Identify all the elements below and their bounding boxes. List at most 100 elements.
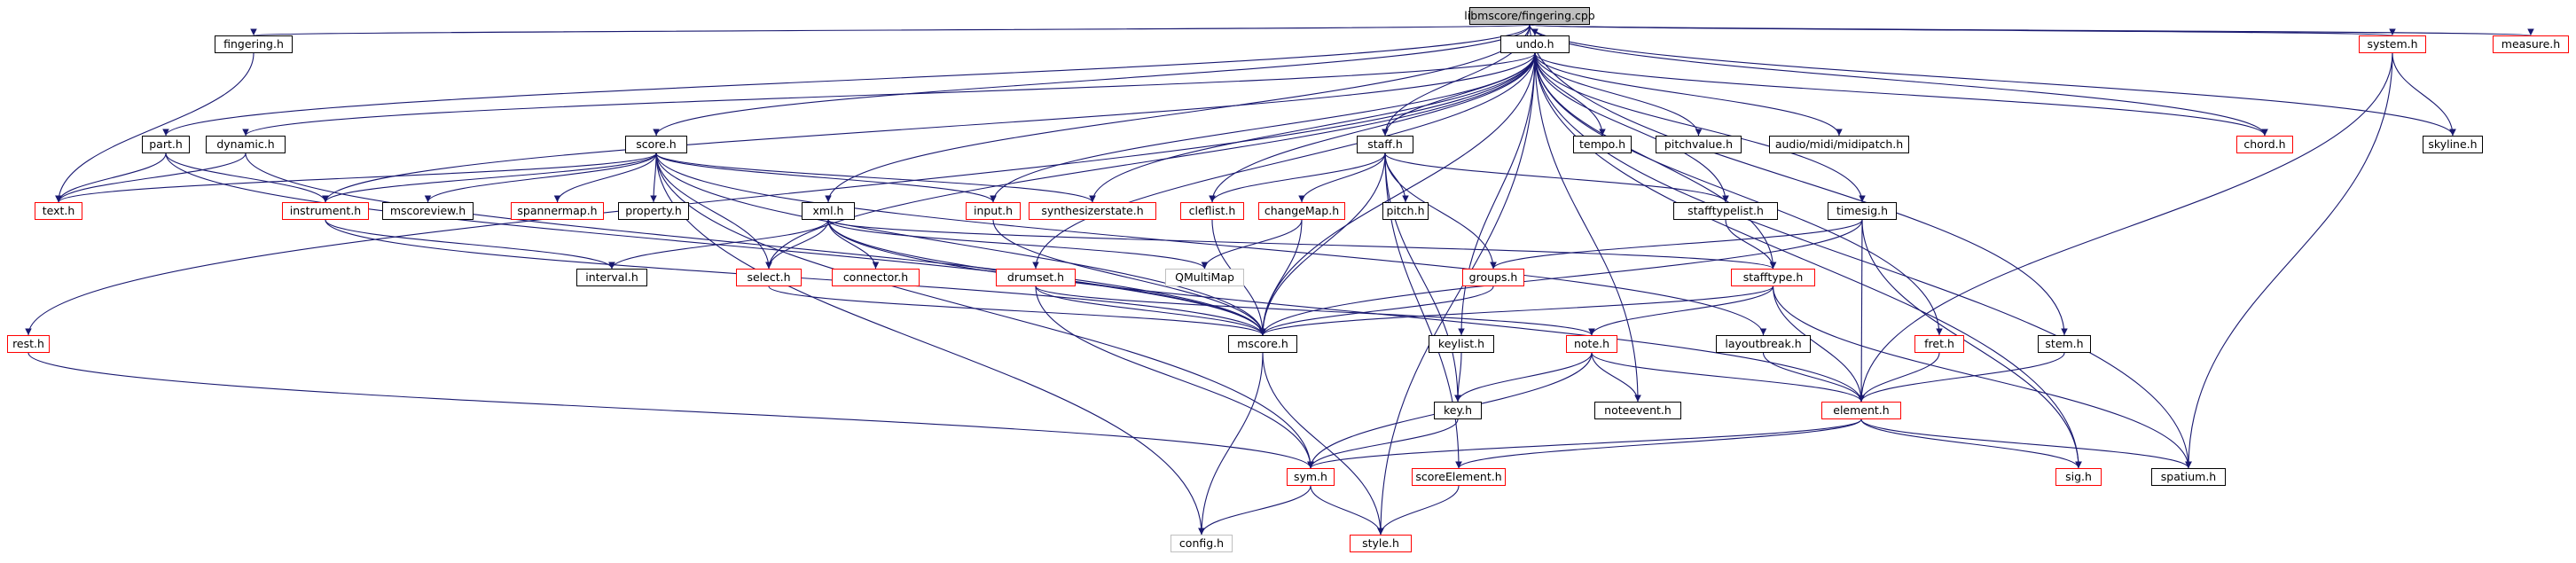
- node-noteevent-h[interactable]: noteevent.h: [1594, 402, 1681, 419]
- node-tempo-h[interactable]: tempo.h: [1573, 136, 1632, 153]
- node-label: QMultiMap: [1175, 270, 1234, 284]
- node-skyline-h[interactable]: skyline.h: [2423, 136, 2483, 153]
- node-instrument-h[interactable]: instrument.h: [282, 202, 369, 220]
- edge-rest-to-sym: [27, 352, 1314, 469]
- node-pitch-h[interactable]: pitch.h: [1382, 202, 1429, 220]
- edge-score-to-input: [655, 152, 997, 203]
- node-stafftype-h[interactable]: stafftype.h: [1731, 269, 1815, 286]
- edge-part-to-instrument: [165, 152, 329, 203]
- node-cleflist-h[interactable]: cleflist.h: [1180, 202, 1244, 220]
- edge-stafftype-to-note: [1588, 285, 1774, 336]
- node-measure-h[interactable]: measure.h: [2493, 35, 2569, 53]
- node-layoutbreak-h[interactable]: layoutbreak.h: [1716, 335, 1811, 353]
- edge-score-to-text: [55, 152, 657, 203]
- node-staff-h[interactable]: staff.h: [1357, 136, 1413, 153]
- node-dynamic-h[interactable]: dynamic.h: [206, 136, 286, 153]
- node-mscoreview-h[interactable]: mscoreview.h: [382, 202, 474, 220]
- node-system-h[interactable]: system.h: [2359, 35, 2426, 53]
- node-label: synthesizerstate.h: [1041, 203, 1144, 217]
- edge-fingering-to-text: [55, 52, 254, 203]
- edge-dynamic-to-mscore: [245, 152, 1266, 336]
- node-synthesizerstate-h[interactable]: synthesizerstate.h: [1029, 202, 1156, 220]
- node-groups-h[interactable]: groups.h: [1462, 269, 1524, 286]
- node-spannermap-h[interactable]: spannermap.h: [511, 202, 604, 220]
- node-stafftypelist-h[interactable]: stafftypelist.h: [1673, 202, 1778, 220]
- node-label: config.h: [1178, 536, 1225, 550]
- node-sig-h[interactable]: sig.h: [2055, 468, 2102, 486]
- node-fret-h[interactable]: fret.h: [1914, 335, 1964, 353]
- node-label: stafftypelist.h: [1687, 203, 1764, 217]
- edge-undo-to-stafftypelist: [1534, 52, 1729, 203]
- node-label: style.h: [1362, 536, 1399, 550]
- edge-score-to-layoutbreak: [655, 152, 1767, 336]
- edge-xml-to-element: [827, 219, 1865, 403]
- edge-undo-to-timesig: [1534, 52, 1866, 203]
- node-stem-h[interactable]: stem.h: [2038, 335, 2091, 353]
- edge-staff-to-key: [1384, 152, 1461, 403]
- node-drumset-h[interactable]: drumset.h: [996, 269, 1076, 286]
- node-note-h[interactable]: note.h: [1566, 335, 1617, 353]
- node-label: score.h: [636, 137, 677, 151]
- node-interval-h[interactable]: interval.h: [576, 269, 647, 286]
- edge-undo-to-instrument: [322, 52, 1536, 203]
- edge-undo-to-chord: [1534, 52, 2268, 137]
- node-label: sig.h: [2065, 469, 2092, 483]
- node-part-h[interactable]: part.h: [142, 136, 190, 153]
- edge-undo-to-tempo: [1534, 52, 1606, 137]
- edge-root-to-chord: [1529, 24, 2268, 137]
- node-spatium-h[interactable]: spatium.h: [2151, 468, 2226, 486]
- node-config-h: config.h: [1171, 535, 1233, 552]
- edge-staff-to-groups: [1384, 152, 1497, 270]
- node-label: note.h: [1573, 336, 1610, 350]
- edge-undo-to-cleflist: [1209, 52, 1536, 203]
- node-score-h[interactable]: score.h: [625, 136, 687, 153]
- node-fingering-h[interactable]: fingering.h: [215, 35, 293, 53]
- edge-score-to-sym: [655, 152, 1314, 469]
- node-timesig-h[interactable]: timesig.h: [1828, 202, 1897, 220]
- edge-mscore-to-config: [1198, 352, 1264, 536]
- node-connector-h[interactable]: connector.h: [832, 269, 920, 286]
- node-fingering-cpp-root: libmscore/fingering.cpp: [1464, 7, 1595, 25]
- node-label: audio/midi/midipatch.h: [1774, 137, 1904, 151]
- node-label: timesig.h: [1836, 203, 1889, 217]
- edge-system-to-spatium: [2185, 52, 2393, 469]
- node-pitchvalue-h[interactable]: pitchvalue.h: [1656, 136, 1742, 153]
- edge-element-to-spatium: [1860, 418, 2192, 469]
- edge-stafftype-to-mscore: [1259, 285, 1774, 336]
- node-scoreelement-h[interactable]: scoreElement.h: [1412, 468, 1506, 486]
- node-label: stem.h: [2045, 336, 2084, 350]
- node-midipatch-h[interactable]: audio/midi/midipatch.h: [1769, 136, 1909, 153]
- node-xml-h[interactable]: xml.h: [802, 202, 855, 220]
- node-select-h[interactable]: select.h: [736, 269, 802, 286]
- edge-score-to-synthesizerstate: [655, 152, 1096, 203]
- node-label: mscoreview.h: [389, 203, 466, 217]
- edge-instrument-to-interval: [325, 219, 615, 270]
- node-label: drumset.h: [1006, 270, 1065, 284]
- node-changemap-h[interactable]: changeMap.h: [1258, 202, 1345, 220]
- edge-root-to-fingering: [252, 24, 1531, 36]
- node-label: changeMap.h: [1264, 203, 1340, 217]
- node-property-h[interactable]: property.h: [618, 202, 689, 220]
- edge-root-to-xml: [825, 24, 1531, 203]
- node-label: key.h: [1444, 403, 1472, 417]
- node-text-h[interactable]: text.h: [35, 202, 82, 220]
- edge-part-to-mscore: [165, 152, 1266, 336]
- node-undo-h[interactable]: undo.h: [1500, 35, 1570, 53]
- edge-root-to-score: [653, 24, 1531, 137]
- edge-part-to-text: [55, 152, 167, 203]
- node-rest-h[interactable]: rest.h: [7, 335, 50, 353]
- node-label: skyline.h: [2428, 137, 2478, 151]
- node-style-h[interactable]: style.h: [1350, 535, 1412, 552]
- node-chord-h[interactable]: chord.h: [2236, 136, 2293, 153]
- node-key-h[interactable]: key.h: [1434, 402, 1482, 419]
- node-sym-h[interactable]: sym.h: [1287, 468, 1335, 486]
- node-label: input.h: [973, 203, 1014, 217]
- node-mscore-h[interactable]: mscore.h: [1228, 335, 1297, 353]
- edge-input-to-mscore: [992, 219, 1266, 336]
- node-element-h[interactable]: element.h: [1821, 402, 1901, 419]
- node-label: chord.h: [2243, 137, 2286, 151]
- node-keylist-h[interactable]: keylist.h: [1429, 335, 1494, 353]
- node-input-h[interactable]: input.h: [966, 202, 1021, 220]
- edge-undo-to-input: [990, 52, 1536, 203]
